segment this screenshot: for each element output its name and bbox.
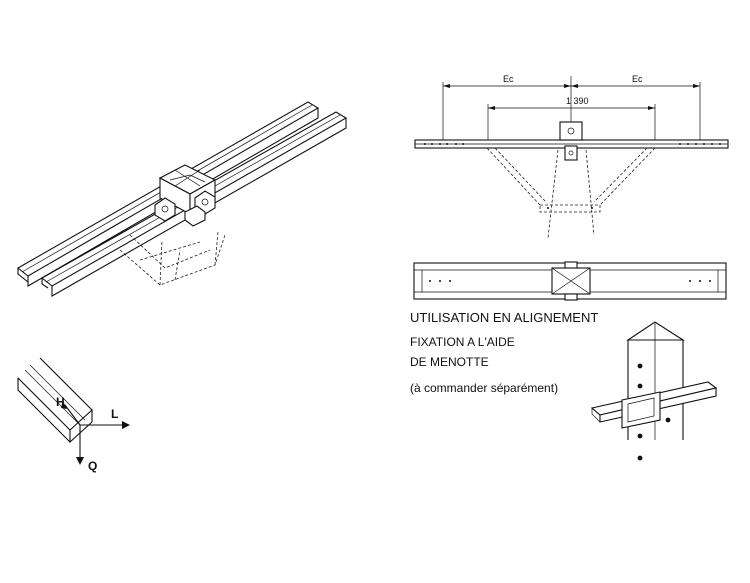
caption-menotte: DE MENOTTE	[410, 355, 489, 369]
axis-label-q: Q	[88, 459, 97, 473]
captions: UTILISATION EN ALIGNEMENT FIXATION A L'A…	[410, 310, 598, 395]
pole-hole	[637, 383, 643, 389]
isometric-crossarm	[17, 101, 348, 297]
pole-hole	[665, 417, 671, 423]
axis-label-h: H	[56, 395, 65, 409]
braces	[486, 147, 656, 213]
clamps	[154, 190, 216, 227]
axis-label-l: L	[111, 407, 118, 421]
dimension-ec-left: Ec	[503, 74, 514, 84]
pole-hole	[637, 455, 643, 461]
front-elevation: Ec Ec 1 390	[414, 74, 729, 239]
axis-symbol: H L Q	[17, 357, 130, 473]
caption-commander: (à commander séparément)	[410, 381, 558, 395]
dimension-center: 1 390	[566, 96, 589, 106]
caption-fixation: FIXATION A L'AIDE	[410, 335, 515, 349]
top-view-holes	[429, 280, 711, 282]
pole-dashed-elevation	[547, 149, 595, 239]
pole-hole	[637, 433, 643, 439]
dimension-ec-right: Ec	[632, 74, 643, 84]
pole-with-shackle	[590, 321, 718, 461]
caption-utilisation: UTILISATION EN ALIGNEMENT	[410, 310, 598, 325]
pole-hole	[637, 363, 643, 369]
beam-holes	[424, 143, 721, 145]
center-clamp	[559, 121, 583, 161]
pole-support-dashed	[119, 231, 226, 286]
top-view	[413, 261, 727, 301]
